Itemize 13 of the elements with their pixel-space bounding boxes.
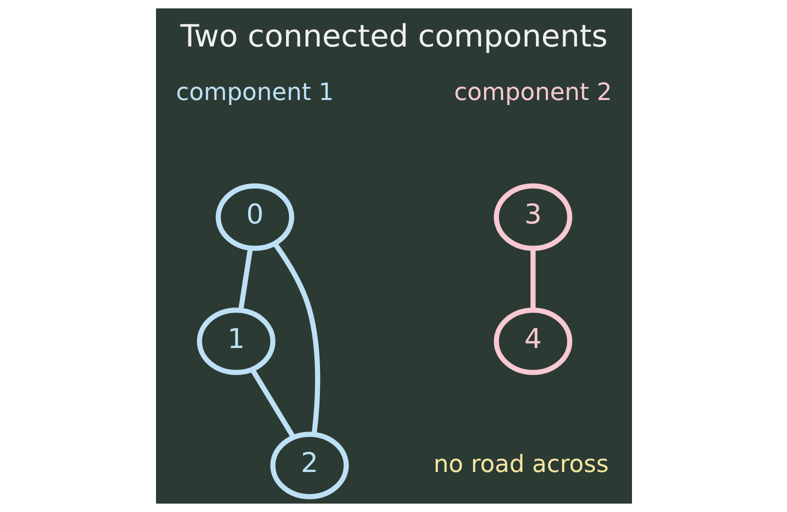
diagram-title: Two connected components bbox=[180, 20, 608, 55]
connector bbox=[238, 248, 252, 310]
node-ellipse: 1 bbox=[196, 308, 275, 376]
node-ellipse: 4 bbox=[493, 308, 572, 376]
label: component 1 bbox=[176, 78, 334, 106]
label: component 2 bbox=[454, 78, 612, 106]
connector bbox=[530, 248, 536, 310]
node-ellipse: 2 bbox=[270, 432, 348, 500]
connector bbox=[250, 368, 295, 438]
connector bbox=[272, 242, 320, 434]
label: no road across bbox=[433, 450, 608, 478]
node-ellipse: 3 bbox=[493, 183, 572, 251]
node-ellipse: 0 bbox=[215, 183, 294, 251]
